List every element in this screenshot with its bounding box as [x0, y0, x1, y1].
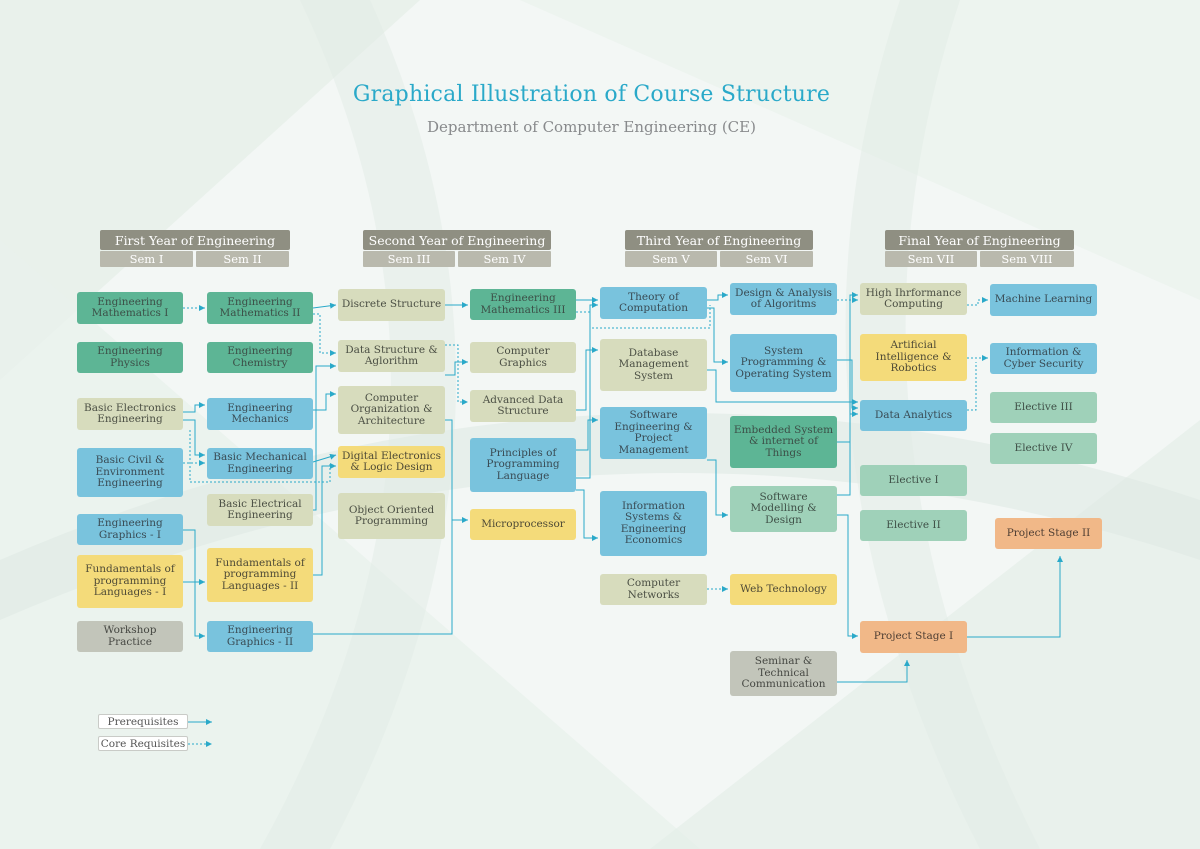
page-title: Graphical Illustration of Course Structu… [352, 82, 831, 107]
year-header-first: First Year of Engineering [100, 230, 290, 250]
course-basic-civil-environment-engineering[interactable]: Basic Civil & Environment Engineering [77, 448, 183, 497]
course-artificial-intelligence-robotics[interactable]: Artificial Intelligence & Robotics [860, 334, 967, 381]
course-project-stage-2[interactable]: Project Stage II [995, 518, 1102, 549]
course-fundamentals-programming-1[interactable]: Fundamentals of programming Languages - … [77, 555, 183, 608]
course-engineering-chemistry[interactable]: Engineering Chemistry [207, 342, 313, 373]
legend-prerequisites: Prerequisites [98, 714, 188, 729]
course-engineering-physics[interactable]: Engineering Physics [77, 342, 183, 373]
course-data-structure-algorithm[interactable]: Data Structure & Aglorithm [338, 340, 445, 372]
sem-header-7: Sem VII [885, 251, 977, 267]
course-engineering-mathematics-3[interactable]: Engineering Mathematics III [470, 289, 576, 320]
sem-header-4: Sem IV [458, 251, 551, 267]
course-high-performance-computing[interactable]: High Ihrformance Computing [860, 283, 967, 315]
course-elective-3[interactable]: Elective III [990, 392, 1097, 423]
year-header-second: Second Year of Engineering [363, 230, 551, 250]
legend-core-requisites: Core Requisites [98, 736, 188, 751]
page-subtitle: Department of Computer Engineering (CE) [427, 118, 756, 136]
sem-header-5: Sem V [625, 251, 717, 267]
sem-header-2: Sem II [196, 251, 289, 267]
course-data-analytics[interactable]: Data Analytics [860, 400, 967, 431]
course-design-analysis-algorithms[interactable]: Design & Analysis of Algoritms [730, 283, 837, 315]
course-principles-programming-language[interactable]: Principles of Programming Language [470, 438, 576, 492]
course-digital-electronics-logic-design[interactable]: Digital Electronics & Logic Design [338, 446, 445, 478]
course-elective-2[interactable]: Elective II [860, 510, 967, 541]
sem-header-6: Sem VI [720, 251, 813, 267]
course-database-management-system[interactable]: Database Management System [600, 339, 707, 391]
sem-header-3: Sem III [363, 251, 455, 267]
course-web-technology[interactable]: Web Technology [730, 574, 837, 605]
course-engineering-mathematics-2[interactable]: Engineering Mathematics II [207, 292, 313, 324]
course-theory-of-computation[interactable]: Theory of Computation [600, 287, 707, 319]
course-basic-electronics-engineering[interactable]: Basic Electronics Engineering [77, 398, 183, 430]
course-microprocessor[interactable]: Microprocessor [470, 509, 576, 540]
course-basic-electrical-engineering[interactable]: Basic Electrical Engineering [207, 494, 313, 526]
course-software-modelling-design[interactable]: Software Modelling & Design [730, 486, 837, 532]
course-computer-graphics[interactable]: Computer Graphics [470, 342, 576, 373]
course-information-cyber-security[interactable]: Information & Cyber Security [990, 343, 1097, 374]
sem-header-1: Sem I [100, 251, 193, 267]
course-information-systems-engineering-economics[interactable]: Information Systems & Engineering Econom… [600, 491, 707, 556]
course-project-stage-1[interactable]: Project Stage I [860, 621, 967, 653]
course-advanced-data-structure[interactable]: Advanced Data Structure [470, 390, 576, 422]
course-engineering-mechanics[interactable]: Engineering Mechanics [207, 398, 313, 430]
course-basic-mechanical-engineering[interactable]: Basic Mechanical Engineering [207, 448, 313, 479]
course-machine-learning[interactable]: Machine Learning [990, 284, 1097, 316]
course-computer-organization-architecture[interactable]: Computer Organization & Architecture [338, 386, 445, 434]
course-embedded-system-iot[interactable]: Embedded System & internet of Things [730, 416, 837, 468]
course-object-oriented-programming[interactable]: Object Oriented Programming [338, 493, 445, 539]
course-engineering-mathematics-1[interactable]: Engineering Mathematics I [77, 292, 183, 324]
course-seminar-technical-communication[interactable]: Seminar & Technical Communication [730, 651, 837, 696]
course-engineering-graphics-2[interactable]: Engineering Graphics - II [207, 621, 313, 652]
year-header-final: Final Year of Engineering [885, 230, 1074, 250]
course-computer-networks[interactable]: Computer Networks [600, 574, 707, 605]
year-header-third: Third Year of Engineering [625, 230, 813, 250]
course-software-engineering-project-management[interactable]: Software Engineering & Project Managemen… [600, 407, 707, 459]
course-elective-4[interactable]: Elective IV [990, 433, 1097, 464]
course-fundamentals-programming-2[interactable]: Fundamentals of programming Languages - … [207, 548, 313, 602]
course-system-programming-operating-system[interactable]: System Programming & Operating System [730, 334, 837, 392]
sem-header-8: Sem VIII [980, 251, 1074, 267]
course-discrete-structure[interactable]: Discrete Structure [338, 289, 445, 321]
course-elective-1[interactable]: Elective I [860, 465, 967, 496]
course-workshop-practice[interactable]: Workshop Practice [77, 621, 183, 652]
course-engineering-graphics-1[interactable]: Engineering Graphics - I [77, 514, 183, 545]
